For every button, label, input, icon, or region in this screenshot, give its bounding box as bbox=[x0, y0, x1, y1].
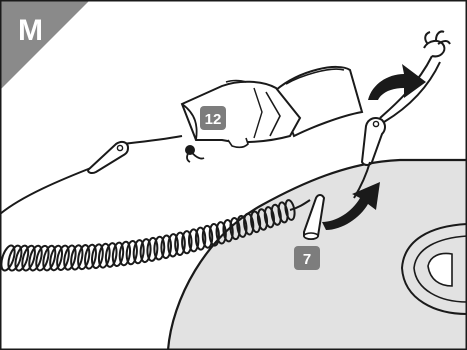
coil-loop bbox=[91, 243, 104, 270]
coil-loop bbox=[49, 244, 63, 272]
step-tab bbox=[0, 0, 90, 90]
coil-loop bbox=[7, 244, 23, 272]
strap-callout-label: 12 bbox=[205, 111, 222, 128]
coil-loop bbox=[187, 228, 200, 253]
board-tail-icon bbox=[400, 222, 467, 316]
coil-loop bbox=[263, 206, 275, 229]
curved-arrow-icon bbox=[322, 182, 380, 230]
coil-loop bbox=[42, 244, 57, 272]
coil-loop bbox=[0, 244, 16, 272]
coil-loop bbox=[256, 208, 269, 231]
coil-loop bbox=[153, 235, 166, 261]
clip-callout-label: 7 bbox=[303, 251, 311, 268]
coil-loop bbox=[118, 240, 132, 267]
leash-cord-left bbox=[0, 165, 97, 215]
coil-loop bbox=[14, 244, 30, 272]
curved-arrow-icon bbox=[368, 64, 426, 100]
coil-loop bbox=[77, 244, 91, 271]
strap-cord bbox=[121, 135, 183, 145]
coil-loop bbox=[222, 219, 234, 243]
coil-loop bbox=[215, 221, 227, 245]
coil-loop bbox=[35, 244, 50, 272]
coil-loop bbox=[28, 244, 43, 272]
coil-loop bbox=[277, 201, 289, 224]
coiled-leash-icon bbox=[0, 199, 296, 272]
coil-loop bbox=[181, 230, 193, 255]
coil-loop bbox=[236, 214, 248, 238]
coil-loop bbox=[208, 223, 220, 247]
coil-loop bbox=[111, 241, 125, 268]
coil-loop bbox=[194, 226, 207, 251]
coil-loop bbox=[125, 239, 138, 266]
coil-loop bbox=[201, 224, 214, 249]
strap-callout-badge: 12 bbox=[200, 106, 226, 130]
coil-loop bbox=[243, 212, 255, 236]
coil-loop bbox=[167, 233, 179, 258]
coil-loop bbox=[70, 244, 84, 271]
coil-loop bbox=[104, 242, 118, 268]
clip-callout-badge: 7 bbox=[294, 246, 320, 270]
coil-loop bbox=[160, 234, 173, 260]
coil-loop bbox=[63, 244, 77, 271]
knot-cord-return bbox=[383, 61, 441, 123]
coil-loop bbox=[229, 217, 241, 241]
coil-loop bbox=[56, 244, 70, 271]
leash-plug bbox=[303, 194, 326, 240]
coil-loop bbox=[174, 231, 186, 256]
step-letter: M bbox=[18, 14, 43, 47]
coil-loop bbox=[146, 236, 159, 262]
coil-loop bbox=[21, 244, 36, 272]
leash-cord-to-clip bbox=[289, 199, 311, 211]
knot-icon bbox=[423, 30, 451, 58]
coil-loop bbox=[97, 242, 111, 269]
coil-loop bbox=[270, 203, 282, 226]
coil-loop bbox=[139, 238, 152, 264]
coil-loop bbox=[250, 210, 262, 234]
clip-icon bbox=[86, 140, 130, 175]
coil-loop bbox=[132, 239, 145, 265]
ankle-strap-icon bbox=[180, 66, 364, 163]
coil-loop bbox=[84, 243, 97, 270]
